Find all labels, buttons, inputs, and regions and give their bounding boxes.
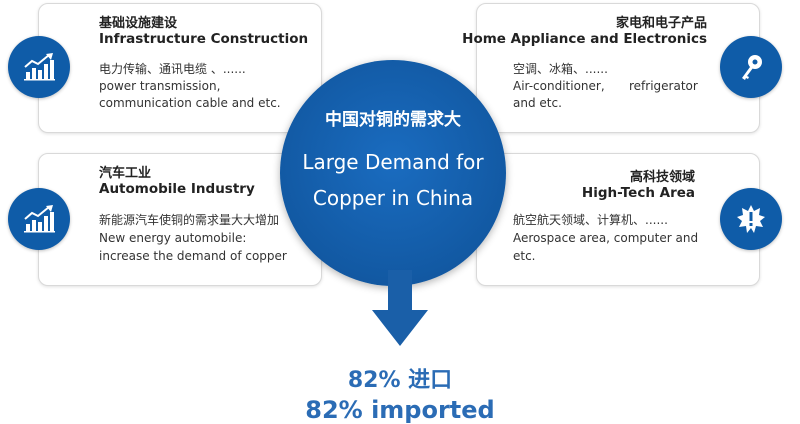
- bar-chart-growth-icon: [8, 188, 70, 250]
- bar-chart-growth-icon: [8, 36, 70, 98]
- automobile-line-en-2: increase the demand of copper: [99, 249, 287, 263]
- home-appliance-title-en: Home Appliance and Electronics: [462, 31, 707, 47]
- center-title-zh: 中国对铜的需求大: [325, 110, 461, 130]
- infrastructure-line-zh: 电力传输、通讯电缆 、......: [99, 62, 246, 76]
- automobile-title-zh: 汽车工业: [99, 166, 152, 181]
- infrastructure-line-en-1: power transmission,: [99, 79, 221, 93]
- infrastructure-title-en: Infrastructure Construction: [99, 31, 309, 47]
- center-demand-circle: 中国对铜的需求大 Large Demand for Copper in Chin…: [280, 60, 506, 286]
- home-appliance-line-en-3: and etc.: [513, 96, 562, 110]
- hightech-card: 高科技领域 High-Tech Area 航空航天领域、计算机、...... A…: [476, 153, 760, 286]
- imported-en: 82% imported: [305, 396, 495, 424]
- hightech-title-zh: 高科技领域: [629, 170, 695, 185]
- center-title-en-2: Copper in China: [312, 186, 474, 210]
- imported-zh: 82% 进口: [347, 368, 453, 393]
- hightech-line-en-1: Aerospace area, computer and: [513, 231, 699, 245]
- home-appliance-line-en-2: refrigerator: [629, 79, 698, 93]
- home-appliance-line-en-1: Air-conditioner,: [513, 79, 605, 93]
- home-appliance-line-zh: 空调、冰箱、......: [513, 62, 608, 76]
- automobile-card: 汽车工业 Automobile Industry 新能源汽车使铜的需求量大大增加…: [38, 153, 322, 286]
- gear-burst-icon: [720, 188, 782, 250]
- down-arrow-icon: [372, 270, 428, 346]
- home-appliance-card: 家电和电子产品 Home Appliance and Electronics 空…: [462, 3, 760, 133]
- center-title-en-1: Large Demand for: [302, 150, 484, 174]
- hightech-title-en: High-Tech Area: [581, 185, 695, 201]
- infrastructure-card: 基础设施建设 Infrastructure Construction 电力传输、…: [38, 3, 322, 133]
- hightech-line-en-2: etc.: [513, 249, 536, 263]
- automobile-line-zh: 新能源汽车使铜的需求量大大增加: [99, 213, 280, 227]
- infrastructure-title-zh: 基础设施建设: [99, 16, 178, 31]
- home-appliance-title-zh: 家电和电子产品: [615, 16, 707, 31]
- key-icon: [720, 36, 782, 98]
- infrastructure-line-en-2: communication cable and etc.: [99, 96, 281, 110]
- hightech-line-zh: 航空航天领域、计算机、......: [513, 213, 668, 227]
- automobile-title-en: Automobile Industry: [99, 181, 255, 197]
- automobile-line-en-1: New energy automobile:: [99, 231, 247, 245]
